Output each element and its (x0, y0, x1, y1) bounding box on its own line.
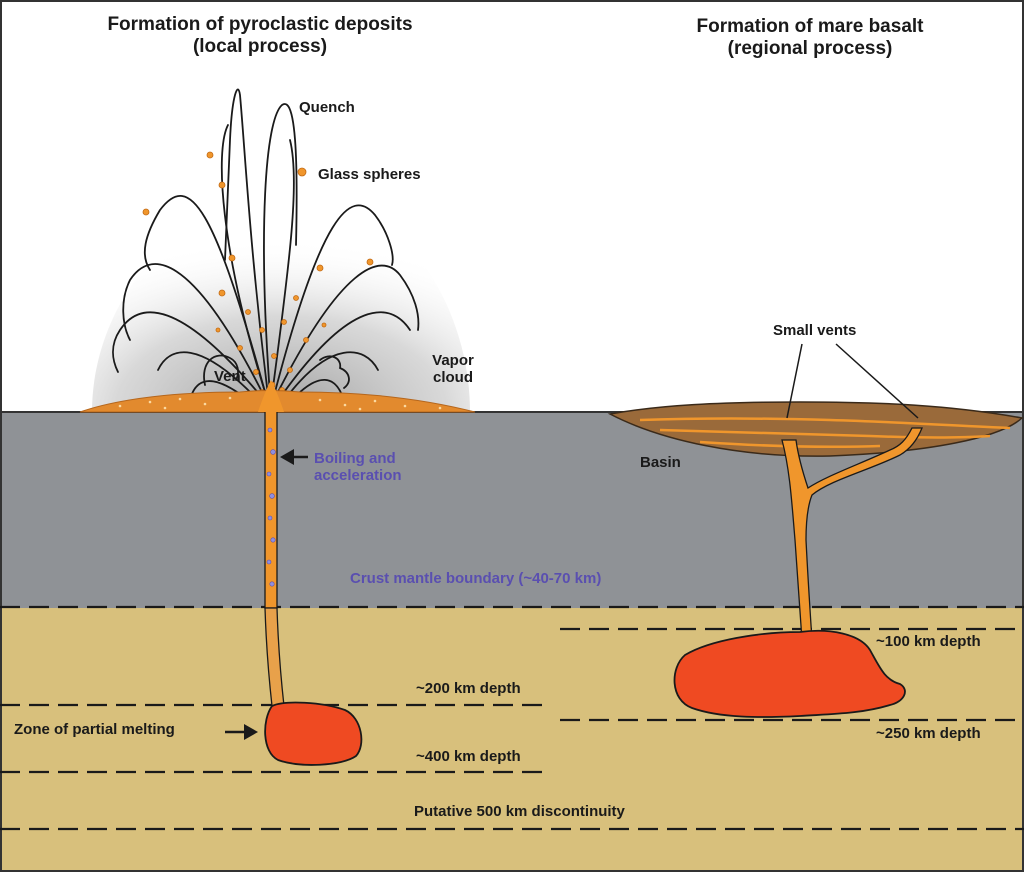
basin-label: Basin (640, 454, 681, 471)
vent-label: Vent (214, 368, 246, 385)
vapor-cloud-label: Vapor cloud (423, 352, 483, 387)
left-title: Formation of pyroclastic deposits (local… (60, 14, 460, 58)
melting-arrow (225, 724, 258, 740)
boiling-label: Boiling and acceleration (314, 450, 402, 485)
left-title-line2: (local process) (192, 35, 328, 57)
quench-label: Quench (299, 99, 355, 116)
depth-lines (0, 605, 1024, 831)
small-vents-label: Small vents (773, 322, 857, 339)
small-vents-leader-left (786, 343, 803, 419)
left-title-line1: Formation of pyroclastic deposits (107, 14, 413, 35)
vent-opening (258, 380, 284, 412)
depth-400-label: ~400 km depth (416, 748, 521, 765)
mare-feeder-dike (781, 427, 923, 641)
vapor-cloud-line2: cloud (433, 369, 473, 387)
discontinuity-500-label: Putative 500 km discontinuity (414, 803, 625, 820)
partial-melting-zone (264, 701, 363, 766)
mare-source-melt (673, 629, 906, 718)
leader-lines (786, 343, 919, 419)
right-title-line1: Formation of mare basalt (696, 16, 924, 37)
boiling-arrow (280, 449, 308, 465)
partial-melting-label: Zone of partial melting (14, 721, 175, 738)
mantle-layer (0, 608, 1024, 872)
depth-200-label: ~200 km depth (416, 680, 521, 697)
crust-mantle-boundary-label: Crust mantle boundary (~40-70 km) (350, 570, 602, 587)
right-title: Formation of mare basalt (regional proce… (630, 16, 990, 60)
glass-spheres-label: Glass spheres (318, 166, 421, 183)
boiling-line1: Boiling and (314, 450, 396, 467)
depth-250-label: ~250 km depth (876, 725, 981, 742)
conduit-bubbles (266, 427, 276, 587)
vapor-cloud (92, 194, 470, 412)
deposit-speckles (118, 396, 442, 411)
small-vents-leader-right (835, 343, 919, 419)
right-title-line2: (regional process) (727, 37, 893, 59)
depth-100-label: ~100 km depth (876, 633, 981, 650)
boiling-line2: acceleration (314, 467, 402, 485)
eruption-arcs (112, 88, 420, 401)
vapor-cloud-line1: Vapor (432, 352, 474, 369)
